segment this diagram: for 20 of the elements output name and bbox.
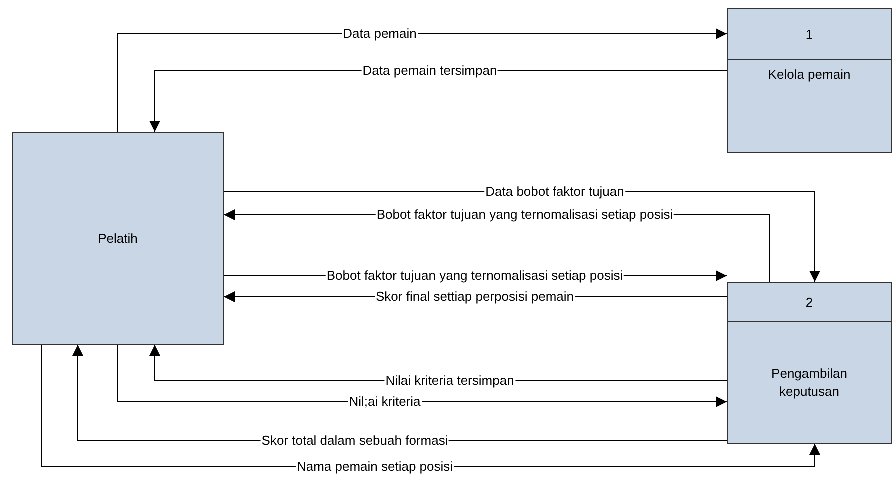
arrow [118, 28, 728, 132]
process-number: 2 [806, 294, 814, 310]
edge-label: Skor final settiap perposisi pemain [375, 290, 575, 304]
process-name: Pengambilan keputusan [770, 364, 848, 400]
edge-label: Bobot faktor tujuan yang ternomalisasi setiap posisi [376, 208, 674, 222]
process-number: 1 [806, 26, 814, 42]
edge-label: Data pemain [342, 27, 418, 41]
edge-label: Nama pemain setiap posisi [296, 460, 454, 474]
arrow [118, 344, 728, 408]
edge-label: Data pemain tersimpan [362, 64, 498, 78]
process-name: Kelola pemain [768, 66, 851, 84]
process-box [727, 8, 892, 153]
entity-box [12, 132, 224, 345]
edge-label: Data bobot faktor tujuan [484, 185, 626, 199]
edge-label: Nil;ai kriteria [348, 395, 422, 409]
edge-label: Skor total dalam sebuah formasi [260, 434, 450, 448]
process-box [727, 282, 892, 444]
entity-name: Pelatih [98, 231, 138, 246]
edge-label: Nilai kriteria tersimpan [384, 374, 516, 388]
edge-label: Bobot faktor tujuan yang ternomalisasi setiap posisi [326, 269, 624, 283]
